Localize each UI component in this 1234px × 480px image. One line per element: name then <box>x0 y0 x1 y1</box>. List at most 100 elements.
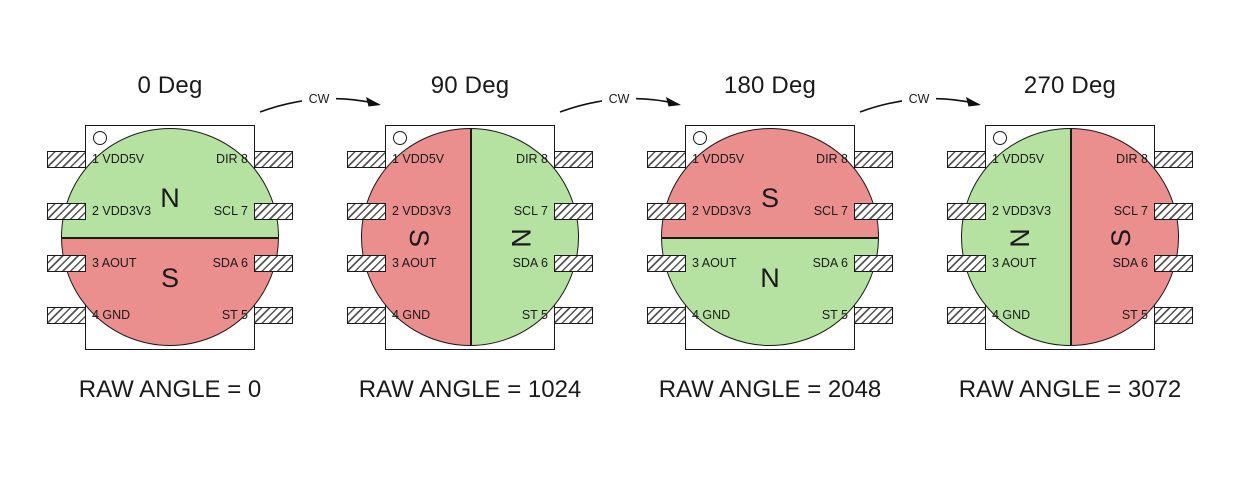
magnet-disc: N S <box>61 128 279 346</box>
pin-label-aout: 3 AOUT <box>392 256 437 270</box>
angle-title: 90 Deg <box>430 72 510 99</box>
raw-angle-label: RAW ANGLE = 0 <box>78 376 262 403</box>
figure-180deg: 180 Deg S N 1 VDD5V 2 VDD3V3 3 AOUT 4 GN… <box>620 0 920 480</box>
pin-6 <box>854 255 893 272</box>
pin-5 <box>254 307 293 324</box>
pin-6 <box>554 255 593 272</box>
pin-label-st: ST 5 <box>821 308 848 322</box>
cw-arrow-1: CW <box>259 91 381 113</box>
pin-label-vdd3v3: 2 VDD3V3 <box>92 204 152 218</box>
pin-label-dir: DIR 8 <box>1116 152 1148 166</box>
pin-4 <box>347 307 386 324</box>
pin-label-scl: SCL 7 <box>813 204 848 218</box>
magnet-disc: S N <box>361 128 579 346</box>
sensor-chip: S N 1 VDD5V 2 VDD3V3 3 AOUT 4 GND DIR 8 … <box>620 125 920 350</box>
magnet-pole-divider <box>662 237 878 239</box>
pin-label-st: ST 5 <box>1121 308 1148 322</box>
pin1-indicator-icon <box>693 131 707 145</box>
pin-1 <box>47 151 86 168</box>
pin-label-dir: DIR 8 <box>816 152 848 166</box>
pin1-indicator-icon <box>93 131 107 145</box>
pin-label-st: ST 5 <box>221 308 248 322</box>
pin-1 <box>947 151 986 168</box>
pin-label-vdd3v3: 2 VDD3V3 <box>992 204 1052 218</box>
pin-8 <box>854 151 893 168</box>
pin-label-vdd5v: 1 VDD5V <box>92 152 145 166</box>
pin-label-sda: SDA 6 <box>212 256 248 270</box>
raw-angle-label: RAW ANGLE = 2048 <box>658 376 882 403</box>
pin-label-vdd5v: 1 VDD5V <box>992 152 1045 166</box>
pin1-indicator-icon <box>993 131 1007 145</box>
sensor-chip: N S 1 VDD5V 2 VDD3V3 3 AOUT 4 GND DIR 8 … <box>920 125 1220 350</box>
cw-arrow-2: CW <box>559 91 681 113</box>
pin-label-gnd: 4 GND <box>692 308 731 322</box>
angle-title: 180 Deg <box>723 72 817 99</box>
pin-label-vdd5v: 1 VDD5V <box>692 152 745 166</box>
pin-3 <box>347 255 386 272</box>
pin-2 <box>347 203 386 220</box>
pin-3 <box>47 255 86 272</box>
pin-label-aout: 3 AOUT <box>92 256 137 270</box>
pin-8 <box>254 151 293 168</box>
pole-label-south: S <box>404 228 435 248</box>
raw-angle-label: RAW ANGLE = 1024 <box>358 376 582 403</box>
pin-label-gnd: 4 GND <box>992 308 1031 322</box>
magnet-pole-divider <box>1070 129 1072 345</box>
pin-4 <box>647 307 686 324</box>
arrowhead-icon <box>966 97 981 107</box>
sensor-chip: N S 1 VDD5V 2 VDD3V3 3 AOUT 4 GND DIR 8 … <box>20 125 320 350</box>
pin-2 <box>647 203 686 220</box>
pin1-indicator-icon <box>393 131 407 145</box>
figure-270deg: 270 Deg N S 1 VDD5V 2 VDD3V3 3 AOUT 4 GN… <box>920 0 1220 480</box>
pin-label-dir: DIR 8 <box>516 152 548 166</box>
pin-7 <box>554 203 593 220</box>
angle-title: 0 Deg <box>137 72 203 99</box>
cw-label: CW <box>909 92 930 106</box>
pin-4 <box>947 307 986 324</box>
pin-label-scl: SCL 7 <box>513 204 548 218</box>
pin-7 <box>854 203 893 220</box>
magnet-disc: S N <box>661 128 879 346</box>
pin-3 <box>647 255 686 272</box>
pole-label-south: S <box>160 263 179 293</box>
pin-label-scl: SCL 7 <box>1113 204 1148 218</box>
pin-label-gnd: 4 GND <box>92 308 131 322</box>
pole-label-south: S <box>760 183 779 213</box>
pin-label-aout: 3 AOUT <box>692 256 737 270</box>
magnet-pole-divider <box>62 237 278 239</box>
pin-2 <box>47 203 86 220</box>
pin-7 <box>254 203 293 220</box>
pin-label-gnd: 4 GND <box>392 308 431 322</box>
pin-5 <box>854 307 893 324</box>
pin-2 <box>947 203 986 220</box>
magnet-disc: N S <box>961 128 1179 346</box>
pin-5 <box>554 307 593 324</box>
pin-label-sda: SDA 6 <box>512 256 548 270</box>
pin-4 <box>47 307 86 324</box>
pole-label-north: N <box>505 228 536 248</box>
pole-label-north: N <box>1004 228 1035 248</box>
pin-label-st: ST 5 <box>521 308 548 322</box>
cw-label: CW <box>309 92 330 106</box>
pin-label-sda: SDA 6 <box>812 256 848 270</box>
arrowhead-icon <box>666 97 681 107</box>
sensor-chip: S N 1 VDD5V 2 VDD3V3 3 AOUT 4 GND DIR 8 … <box>320 125 620 350</box>
pin-7 <box>1154 203 1193 220</box>
magnet-pole-divider <box>470 129 472 345</box>
cw-label: CW <box>609 92 630 106</box>
figure-0deg: 0 Deg N S 1 VDD5V 2 VDD3V3 3 AOUT 4 GND … <box>20 0 320 480</box>
pin-8 <box>554 151 593 168</box>
pin-label-vdd3v3: 2 VDD3V3 <box>392 204 452 218</box>
figure-90deg: 90 Deg S N 1 VDD5V 2 VDD3V3 3 AOUT 4 GND… <box>320 0 620 480</box>
pole-label-north: N <box>160 183 180 213</box>
pin-3 <box>947 255 986 272</box>
pin-8 <box>1154 151 1193 168</box>
pin-label-sda: SDA 6 <box>1112 256 1148 270</box>
pin-label-vdd3v3: 2 VDD3V3 <box>692 204 752 218</box>
pin-label-scl: SCL 7 <box>213 204 248 218</box>
pole-label-south: S <box>1105 228 1136 248</box>
raw-angle-label: RAW ANGLE = 3072 <box>958 376 1182 403</box>
arrowhead-icon <box>366 97 381 107</box>
pin-1 <box>347 151 386 168</box>
pole-label-north: N <box>760 263 780 293</box>
